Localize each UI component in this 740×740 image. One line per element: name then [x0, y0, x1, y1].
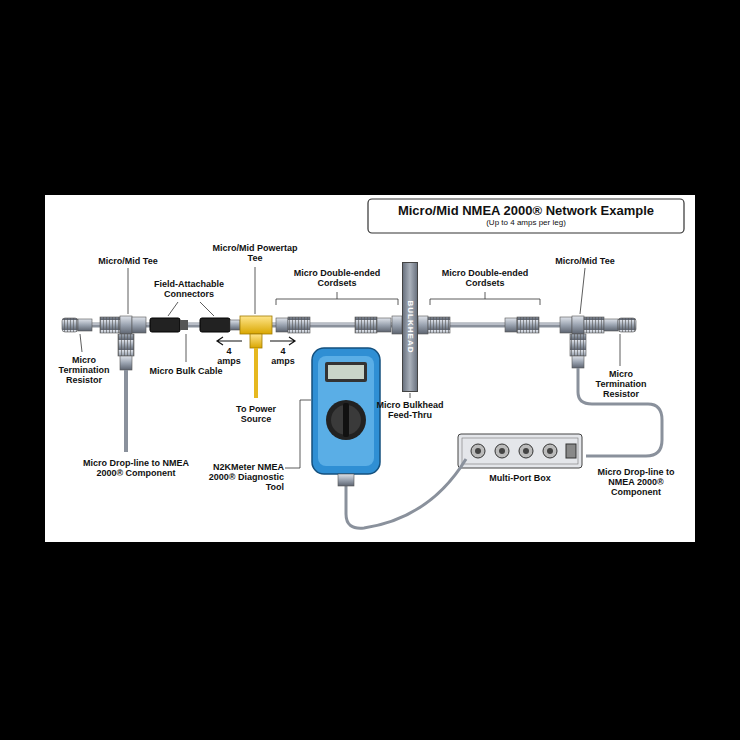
subtitle-text: (Up to 4 amps per leg): [370, 218, 682, 227]
part-label: Micro Termination Resistor: [586, 369, 656, 399]
bulkhead-plate: BULKHEAD: [402, 262, 418, 392]
panel: [45, 195, 695, 542]
part-label: Micro Drop-line to NMEA 2000® Component: [76, 458, 196, 478]
part-label: Micro Drop-line to NMEA 2000® Component: [584, 467, 688, 497]
feed-thru: [392, 316, 402, 334]
tee-body: [120, 316, 132, 334]
multiport-box: [462, 438, 578, 464]
bracket: [276, 292, 398, 305]
title-text: Micro/Mid NMEA 2000® Network Example: [370, 203, 682, 218]
termination-resistor: [78, 319, 92, 331]
cordset-connector: [276, 318, 288, 332]
termination-resistor: [604, 319, 618, 331]
cordset-connector: [517, 317, 539, 333]
drop-connector: [572, 356, 584, 368]
feed-thru: [418, 316, 428, 334]
tee-connector: [100, 317, 120, 333]
part-label: Micro Termination Resistor: [49, 355, 119, 385]
termination-resistor: [618, 318, 636, 332]
n2kmeter: [312, 348, 380, 486]
cordset-connector: [377, 318, 391, 332]
powertap-tee: [240, 316, 272, 334]
multiport-box: [458, 434, 582, 468]
part-label: Micro/Mid Powertap Tee: [210, 243, 300, 263]
field-connector: [200, 318, 230, 332]
cordset-connector: [288, 317, 310, 333]
bracket: [430, 292, 540, 305]
drop-connector: [118, 334, 134, 356]
powertap-tee: [250, 334, 262, 348]
part-label: 4 amps: [214, 346, 244, 366]
field-connector: [180, 320, 188, 330]
cordset-connector: [505, 318, 517, 332]
current-arrow: [270, 337, 295, 345]
leader-line: [80, 267, 620, 468]
drop-cable: [124, 370, 128, 452]
tee-connector: [584, 317, 604, 333]
cordset-connector: [428, 317, 450, 333]
part-label: Micro/Mid Tee: [83, 256, 173, 266]
part-label: Micro/Mid Tee: [540, 256, 630, 266]
title-frame: [368, 199, 684, 233]
part-label: N2KMeter NMEA 2000® Diagnostic Tool: [206, 462, 284, 492]
tee-body: [572, 316, 584, 334]
drop-cable: [578, 368, 662, 456]
field-connector: [230, 320, 240, 330]
part-label: 4 amps: [268, 346, 298, 366]
part-label: Micro Double-ended Cordsets: [282, 268, 392, 288]
current-arrow: [217, 337, 242, 345]
part-label: Field-Attachable Connectors: [134, 279, 244, 299]
title-box: Micro/Mid NMEA 2000® Network Example(Up …: [370, 201, 682, 227]
field-connector: [150, 318, 180, 332]
part-label: To Power Source: [221, 404, 291, 424]
part-label: Micro Double-ended Cordsets: [430, 268, 540, 288]
part-label: Micro Bulkhead Feed-Thru: [370, 400, 450, 420]
cordset-connector: [355, 317, 377, 333]
termination-resistor: [62, 318, 78, 332]
part-label: Multi-Port Box: [475, 473, 565, 483]
multiport-ports: [471, 444, 576, 458]
part-label: Micro Bulk Cable: [146, 366, 226, 376]
tee-connector: [132, 317, 146, 333]
drop-connector: [120, 356, 132, 370]
drop-connector: [570, 334, 586, 356]
power-cable: [254, 348, 258, 398]
plate-text: BULKHEAD: [406, 301, 415, 354]
tee-connector: [560, 317, 572, 333]
